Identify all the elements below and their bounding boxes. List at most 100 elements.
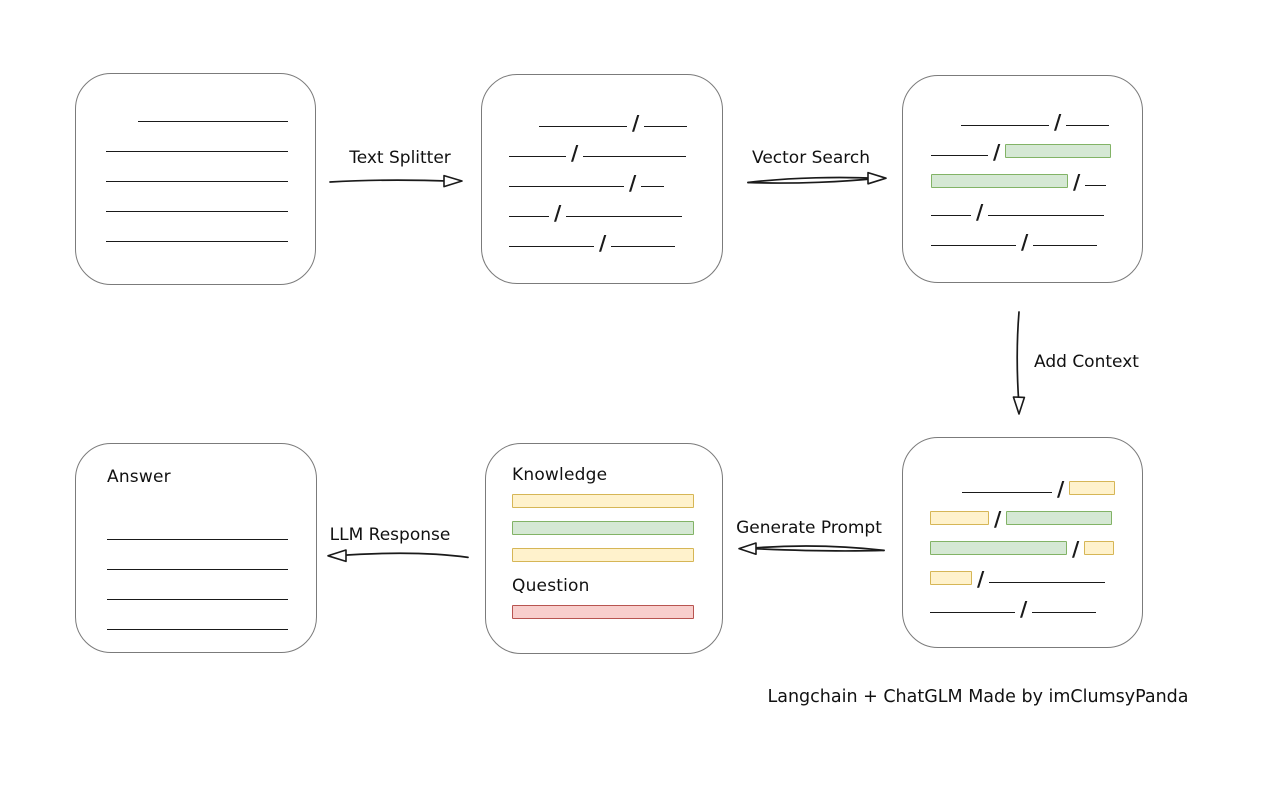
text-line bbox=[1066, 125, 1110, 126]
chunk-row: / bbox=[509, 163, 722, 193]
slash-separator: / bbox=[629, 171, 637, 195]
text-line bbox=[931, 245, 1016, 246]
text-line bbox=[961, 125, 1049, 126]
green-chunk-bar bbox=[1006, 511, 1113, 525]
text-line bbox=[930, 612, 1015, 613]
text-line bbox=[931, 215, 971, 216]
text-line bbox=[1033, 245, 1098, 246]
chunk-row: / bbox=[962, 469, 1142, 499]
chunk-row: / bbox=[539, 103, 722, 133]
text-splitter-arrow bbox=[329, 174, 463, 188]
chunk-row: / bbox=[930, 529, 1142, 559]
green-chunk-bar bbox=[1005, 144, 1112, 158]
vector-search-arrow bbox=[747, 171, 887, 185]
text-line bbox=[509, 186, 624, 187]
yellow-chunk-bar bbox=[1069, 481, 1116, 495]
yellow-chunk-bar bbox=[930, 511, 989, 525]
chunk-row: / bbox=[961, 102, 1142, 132]
text-line bbox=[988, 215, 1105, 216]
text-line bbox=[644, 126, 688, 127]
answer-box: Answer bbox=[75, 443, 317, 653]
text-line-row bbox=[107, 600, 316, 630]
chunk-row: / bbox=[509, 193, 722, 223]
llm-response-label: LLM Response bbox=[329, 525, 451, 545]
slash-separator: / bbox=[599, 231, 607, 255]
text-line bbox=[989, 582, 1106, 583]
slash-separator: / bbox=[1073, 170, 1081, 194]
chunk-row: / bbox=[931, 132, 1142, 162]
yellow-prompt-bar bbox=[512, 494, 694, 508]
text-line bbox=[107, 599, 288, 600]
text-line bbox=[1032, 612, 1097, 613]
generate-prompt-arrow bbox=[738, 542, 885, 555]
chunk-row: / bbox=[931, 222, 1142, 252]
text-line bbox=[583, 156, 687, 157]
text-line bbox=[106, 241, 288, 242]
text-line bbox=[611, 246, 676, 247]
text-line bbox=[509, 216, 549, 217]
green-chunk-bar bbox=[930, 541, 1067, 555]
slash-separator: / bbox=[994, 507, 1002, 531]
yellow-chunk-bar bbox=[1084, 541, 1115, 555]
text-line-row bbox=[106, 212, 315, 242]
text-line bbox=[566, 216, 683, 217]
text-line bbox=[539, 126, 627, 127]
text-line bbox=[107, 569, 288, 570]
text-line-row bbox=[106, 122, 315, 152]
slash-separator: / bbox=[1057, 477, 1065, 501]
slash-separator: / bbox=[1020, 597, 1028, 621]
chunk-row: / bbox=[930, 499, 1142, 529]
vector-search-result-box: / / / / / bbox=[902, 75, 1143, 283]
text-line-row bbox=[107, 510, 316, 540]
slash-separator: / bbox=[571, 141, 579, 165]
slash-separator: / bbox=[554, 201, 562, 225]
text-line bbox=[106, 211, 288, 212]
slash-separator: / bbox=[1021, 230, 1029, 254]
slash-separator: / bbox=[976, 200, 984, 224]
text-line bbox=[107, 629, 288, 630]
knowledge-bars bbox=[512, 494, 722, 562]
text-line bbox=[509, 246, 594, 247]
question-label: Question bbox=[512, 576, 590, 596]
red-prompt-bar bbox=[512, 605, 694, 619]
text-line bbox=[962, 492, 1052, 493]
text-line-row bbox=[106, 182, 315, 212]
text-line bbox=[509, 156, 566, 157]
slash-separator: / bbox=[1072, 537, 1080, 561]
prompt-box: Knowledge Question bbox=[485, 443, 723, 654]
text-splitter-label: Text Splitter bbox=[349, 148, 451, 168]
slash-separator: / bbox=[632, 111, 640, 135]
chunk-row: / bbox=[509, 133, 722, 163]
chunk-row: / bbox=[931, 192, 1142, 222]
text-line-row bbox=[106, 92, 315, 122]
knowledge-label: Knowledge bbox=[512, 465, 608, 485]
generate-prompt-label: Generate Prompt bbox=[736, 518, 882, 538]
green-chunk-bar bbox=[931, 174, 1068, 188]
text-line bbox=[138, 121, 288, 122]
text-line-row bbox=[106, 152, 315, 182]
answer-lines bbox=[107, 510, 316, 630]
yellow-chunk-bar bbox=[930, 571, 972, 585]
chunk-row: / bbox=[930, 559, 1142, 589]
chunk-row: / bbox=[930, 589, 1142, 619]
green-prompt-bar bbox=[512, 521, 694, 535]
vector-search-label: Vector Search bbox=[752, 148, 870, 168]
text-line-row bbox=[107, 570, 316, 600]
slash-separator: / bbox=[993, 140, 1001, 164]
llm-response-arrow bbox=[327, 549, 469, 563]
slash-separator: / bbox=[977, 567, 985, 591]
split-chunks-box: / / / / / bbox=[481, 74, 723, 284]
chunk-row: / bbox=[931, 162, 1142, 192]
text-line bbox=[107, 539, 288, 540]
text-line bbox=[641, 186, 665, 187]
chunk-row: / bbox=[509, 223, 722, 253]
text-line bbox=[106, 181, 288, 182]
text-line-row bbox=[107, 540, 316, 570]
question-bars bbox=[512, 605, 722, 619]
diagram-caption: Langchain + ChatGLM Made by imClumsyPand… bbox=[767, 687, 1189, 707]
source-document-box bbox=[75, 73, 316, 285]
text-line bbox=[931, 155, 988, 156]
text-line bbox=[1085, 185, 1107, 186]
text-line bbox=[106, 151, 288, 152]
